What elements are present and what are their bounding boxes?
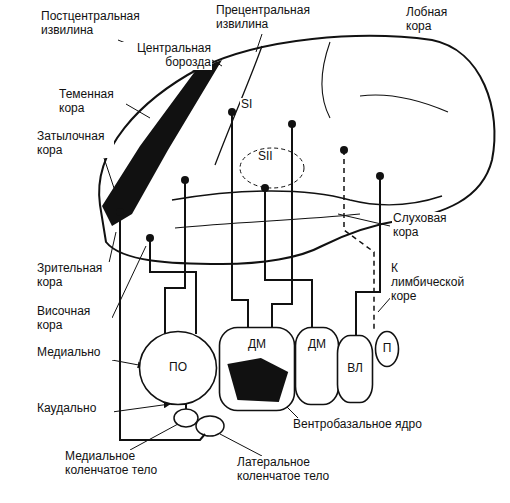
thalamic-nucleus: ДМ [218, 326, 296, 412]
cortex-label: Слуховая кора [392, 212, 466, 240]
cortex-label: Лобная кора [405, 6, 469, 34]
lateral-geniculate [196, 416, 224, 436]
gyrus-label: Прецентральная извилина [215, 4, 322, 32]
nucleus-shape [338, 336, 373, 403]
sulcus [175, 214, 360, 228]
ventrobasal-mass [227, 358, 288, 402]
sii-area [240, 148, 304, 188]
projection-dot [181, 176, 189, 184]
leader-line [130, 424, 178, 450]
area-label: SI [240, 98, 253, 112]
projection-dot [228, 108, 236, 116]
nucleus-label: ПО [167, 361, 189, 374]
direction-label: Каудально [36, 402, 114, 416]
leader-line [338, 214, 390, 226]
projection-line [344, 150, 374, 330]
sylvian-fissure [172, 191, 442, 205]
cortex-label: Затылочная кора [36, 130, 114, 158]
nucleus-label: П [381, 342, 394, 355]
direction-label: Медиально [36, 346, 114, 360]
projection-line [272, 124, 292, 330]
projection-dot [288, 120, 296, 128]
nucleus-shape [220, 328, 295, 411]
cortex-label: Височная кора [36, 305, 112, 333]
brain-outline [99, 36, 494, 264]
postcentral-band [102, 60, 222, 226]
projection-dot [340, 146, 348, 154]
sulcus [215, 46, 262, 165]
structure-label: Латеральное коленчатое тело [236, 456, 354, 484]
nucleus-label: Вентробазальное ядро [292, 418, 454, 432]
thalamic-nucleus: ПО [138, 330, 218, 406]
projection-line [120, 212, 205, 440]
nucleus-shape [140, 332, 217, 405]
cortex-label: Теменная кора [58, 88, 126, 116]
leader-line [212, 60, 222, 66]
sulcus [322, 42, 330, 118]
sulcus [360, 95, 448, 112]
projection-line [232, 112, 248, 330]
leader-line [126, 104, 150, 118]
direction-arrow [112, 404, 170, 412]
nucleus-shape [376, 332, 399, 367]
area-label: SII [257, 150, 274, 164]
structure-label: Медиальное коленчатое тело [64, 450, 182, 478]
thalamic-nucleus: П [374, 330, 400, 368]
target-label: К лимбической коре [390, 262, 470, 303]
nucleus-label: ДМ [306, 338, 328, 351]
leader-line [256, 34, 262, 52]
projection-line [356, 176, 380, 336]
leader-line [104, 158, 114, 188]
projection-line [150, 238, 196, 334]
projection-line [165, 180, 185, 334]
nucleus-shape [296, 328, 339, 405]
thalamic-nucleus: ВЛ [336, 334, 374, 404]
thalamic-nucleus: ДМ [294, 326, 340, 406]
gyrus-label: Постцентральная извилина [40, 10, 152, 38]
nucleus-label: ДМ [246, 338, 268, 351]
projection-line [265, 188, 312, 330]
projection-dot [261, 184, 269, 192]
cortex-label: Зрительная кора [36, 262, 116, 290]
projection-dot [116, 208, 124, 216]
leader-line [112, 246, 146, 318]
projection-dot [376, 172, 384, 180]
nucleus-label: ВЛ [345, 362, 365, 375]
projection-dot [146, 234, 154, 242]
sulcus-label: Центральная борозда [118, 42, 212, 70]
leader-line [220, 434, 262, 456]
